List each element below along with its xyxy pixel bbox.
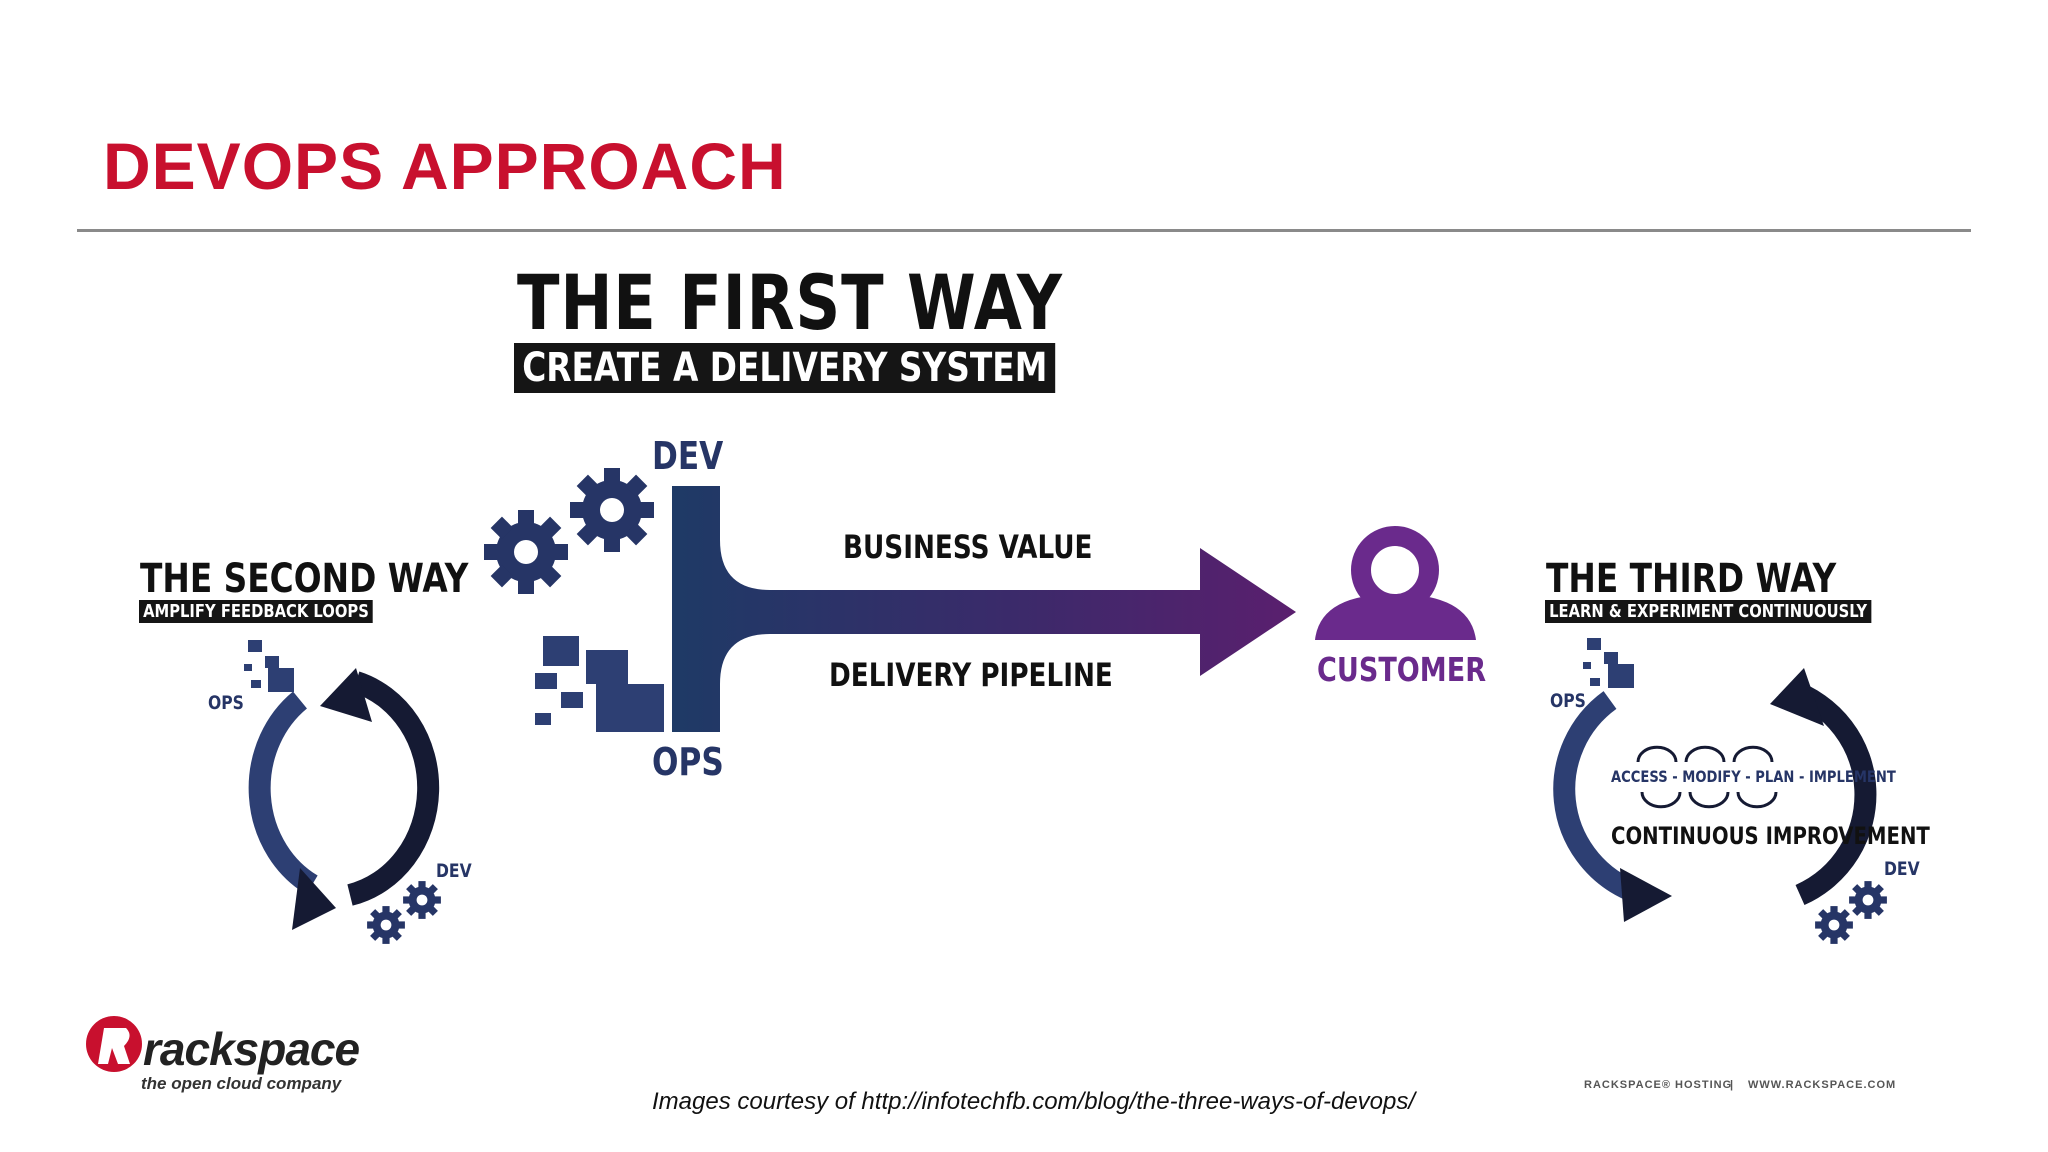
loop-arrows-icon <box>1636 745 1778 809</box>
second-way-title: THE SECOND WAY <box>140 556 469 602</box>
rackspace-tagline: the open cloud company <box>141 1074 342 1093</box>
gear-icon <box>403 881 441 919</box>
third-way-dev-label: DEV <box>1884 858 1920 880</box>
cycle-arrowhead <box>1620 868 1672 922</box>
first-way-ops-label: OPS <box>652 740 724 784</box>
block-icon <box>1583 638 1634 688</box>
gear-icon <box>1815 906 1853 944</box>
footer-company: RACKSPACE® HOSTING <box>1584 1079 1733 1091</box>
cycle-arrowhead <box>292 868 336 930</box>
first-way-subtitle: CREATE A DELIVERY SYSTEM <box>514 343 1056 393</box>
gear-icon <box>570 468 654 552</box>
continuous-improvement-label: CONTINUOUS IMPROVEMENT <box>1611 822 1930 850</box>
cycle-arrowhead <box>1770 668 1824 726</box>
second-way-dev-label: DEV <box>436 860 472 882</box>
slide-title: DEVOPS APPROACH <box>103 129 787 203</box>
third-way-title: THE THIRD WAY <box>1546 556 1837 602</box>
delivery-pipeline-shape <box>672 486 1296 732</box>
first-way-dev-label: DEV <box>652 434 724 478</box>
cycle-arrow-icon <box>1553 679 1877 906</box>
cycle-arrow-icon <box>248 671 440 906</box>
block-icon <box>535 636 664 732</box>
second-way-subtitle: AMPLIFY FEEDBACK LOOPS <box>139 600 373 623</box>
gear-icon <box>484 510 568 594</box>
third-way-ops-label: OPS <box>1550 690 1586 712</box>
title-divider <box>77 229 1971 232</box>
third-way-subtitle: LEARN & EXPERIMENT CONTINUOUSLY <box>1545 600 1872 623</box>
gear-icon <box>1849 881 1887 919</box>
customer-icon <box>1315 526 1476 640</box>
cycle-arrowhead <box>320 668 372 722</box>
customer-label: CUSTOMER <box>1317 650 1487 689</box>
improvement-steps-label: ACCESS - MODIFY - PLAN - IMPLEMENT <box>1611 767 1896 786</box>
second-way-ops-label: OPS <box>208 692 244 714</box>
delivery-pipeline-label: DELIVERY PIPELINE <box>829 656 1113 694</box>
business-value-label: BUSINESS VALUE <box>843 528 1093 566</box>
first-way-title: THE FIRST WAY <box>517 258 1063 347</box>
gear-icon <box>367 906 405 944</box>
footer-separator: | <box>1730 1079 1735 1091</box>
image-credit: Images courtesy of http://infotechfb.com… <box>652 1088 1416 1115</box>
rackspace-logo-icon <box>86 1016 142 1072</box>
footer-website: WWW.RACKSPACE.COM <box>1748 1079 1897 1091</box>
block-icon <box>244 640 294 692</box>
rackspace-wordmark: rackspace <box>143 1023 360 1075</box>
